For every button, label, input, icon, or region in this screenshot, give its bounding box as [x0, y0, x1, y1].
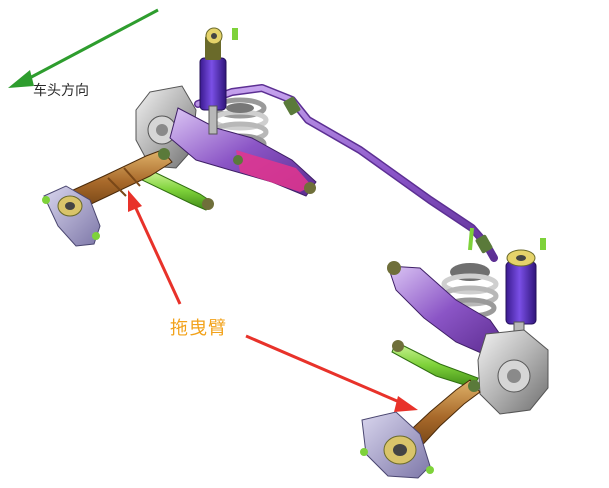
right-trailing-arm-bracket — [360, 411, 434, 479]
right-toe-link — [391, 340, 479, 389]
left-trailing-arm — [59, 148, 173, 215]
left-shock-absorber — [199, 27, 238, 135]
direction-label: 车头方向 — [33, 83, 89, 99]
trailing-arm-label: 拖曳臂 — [170, 318, 227, 339]
right-knuckle — [477, 329, 549, 415]
pointer-arrow-icon — [245, 334, 418, 412]
left-trailing-arm-bracket — [42, 185, 101, 247]
right-shock-absorber — [505, 238, 546, 347]
stabilizer-bar — [194, 84, 498, 262]
direction-arrow-icon — [8, 8, 159, 88]
left-control-arm — [169, 107, 317, 197]
left-toe-link — [141, 169, 214, 211]
pointer-arrow-icon — [128, 190, 182, 305]
